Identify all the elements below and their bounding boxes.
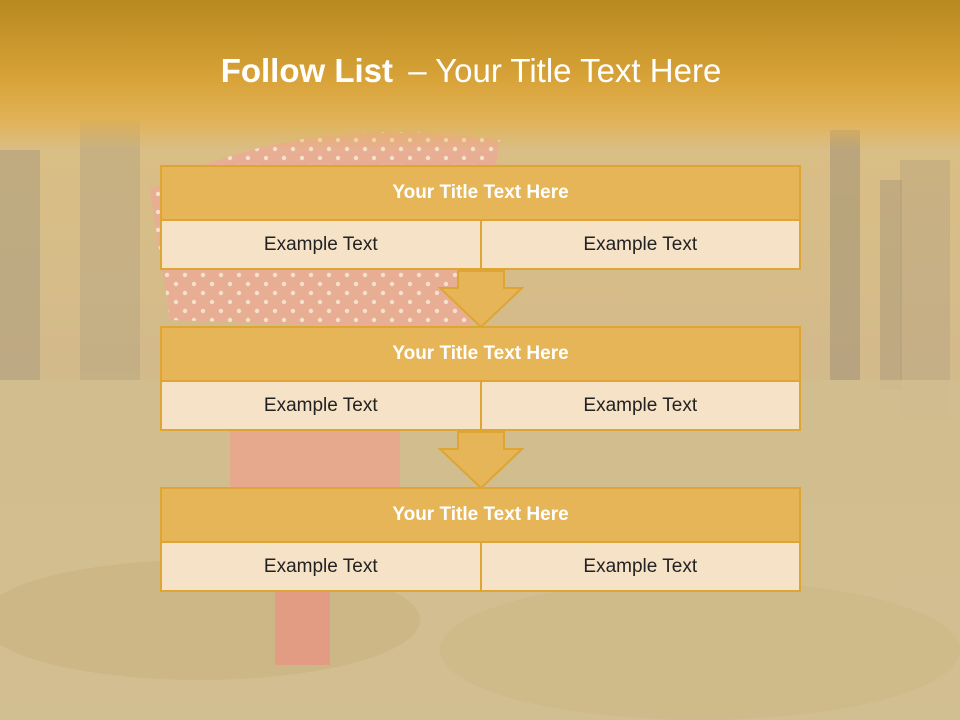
step-block-3: Your Title Text Here Example Text Exampl… bbox=[160, 487, 801, 592]
step-title: Your Title Text Here bbox=[160, 487, 801, 543]
step-row: Example Text Example Text bbox=[160, 382, 801, 431]
step-row: Example Text Example Text bbox=[160, 543, 801, 592]
step-cell-left: Example Text bbox=[160, 382, 482, 431]
step-cell-right: Example Text bbox=[481, 543, 801, 592]
step-title: Your Title Text Here bbox=[160, 326, 801, 382]
slide-title-rest: Your Title Text Here bbox=[435, 52, 722, 89]
slide-title-bold: Follow List bbox=[220, 52, 394, 89]
slide-title: Follow List – Your Title Text Here bbox=[0, 52, 942, 90]
step-row: Example Text Example Text bbox=[160, 221, 801, 270]
title-band bbox=[0, 0, 960, 150]
step-block-2: Your Title Text Here Example Text Exampl… bbox=[160, 326, 801, 431]
down-arrow-icon bbox=[438, 431, 524, 489]
step-title: Your Title Text Here bbox=[160, 165, 801, 221]
step-block-1: Your Title Text Here Example Text Exampl… bbox=[160, 165, 801, 270]
step-cell-right: Example Text bbox=[481, 221, 801, 270]
down-arrow-icon bbox=[438, 270, 524, 328]
step-cell-left: Example Text bbox=[160, 221, 482, 270]
step-cell-left: Example Text bbox=[160, 543, 482, 592]
slide-title-dash: – bbox=[408, 52, 427, 89]
step-cell-right: Example Text bbox=[481, 382, 801, 431]
